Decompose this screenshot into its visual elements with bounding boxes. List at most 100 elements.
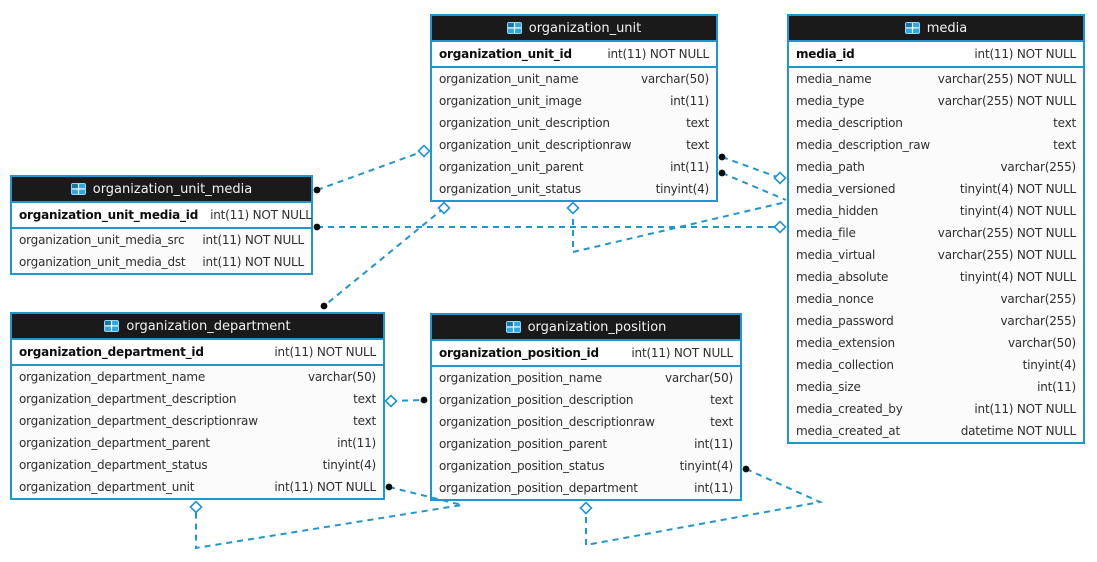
table-header-organization_unit_media[interactable]: organization_unit_media: [12, 177, 311, 203]
column-type: varchar(255) NOT NULL: [937, 94, 1076, 108]
column-type: tinyint(4): [655, 182, 710, 196]
column-type: text: [353, 392, 376, 406]
table-header-organization_unit[interactable]: organization_unit: [432, 16, 716, 42]
column-name: organization_department_name: [19, 370, 206, 384]
table-header-media[interactable]: media: [789, 16, 1083, 42]
column-row: media_created_by int(11) NOT NULL: [789, 398, 1083, 420]
relationship-connector-organization_unit-organization_department[interactable]: [323, 207, 445, 307]
column-row: media_description text: [789, 112, 1083, 134]
relationship-connector-organization_unit-media[interactable]: [721, 172, 787, 201]
column-name: organization_unit_id: [439, 47, 572, 61]
table-grid-icon: [104, 320, 120, 332]
relationship-connector-organization_position-organization_position[interactable]: [585, 468, 824, 547]
primary-key-row: organization_department_id int(11) NOT NU…: [12, 340, 383, 366]
column-name: media_description: [796, 116, 903, 130]
column-row: organization_department_status tinyint(4): [12, 454, 383, 476]
column-type: int(11): [670, 160, 709, 174]
column-type: int(11): [694, 437, 733, 451]
column-type: int(11) NOT NULL: [274, 345, 376, 359]
relationship-connector-organization_unit-media[interactable]: [721, 156, 781, 179]
column-type: int(11) NOT NULL: [974, 47, 1076, 61]
column-type: varchar(255) NOT NULL: [937, 248, 1076, 262]
column-type: text: [686, 138, 709, 152]
column-name: media_hidden: [796, 204, 879, 218]
column-type: tinyint(4): [679, 459, 734, 473]
column-name: media_name: [796, 72, 872, 86]
column-name: organization_position_parent: [439, 437, 607, 451]
relationship-connector-organization_department-organization_position[interactable]: [390, 399, 425, 402]
column-name: organization_department_parent: [19, 436, 210, 450]
table-organization_position[interactable]: organization_position organization_positi…: [430, 313, 742, 501]
relationship-connector-organization_department-organization_department[interactable]: [195, 486, 463, 550]
column-name: media_path: [796, 160, 865, 174]
column-type: varchar(255) NOT NULL: [937, 226, 1076, 240]
column-type: varchar(50): [1007, 336, 1076, 350]
column-type: tinyint(4) NOT NULL: [959, 204, 1076, 218]
column-type: tinyint(4) NOT NULL: [959, 270, 1076, 284]
column-row: organization_position_parent int(11): [432, 433, 740, 455]
column-name: media_collection: [796, 358, 894, 372]
column-type: tinyint(4) NOT NULL: [959, 182, 1076, 196]
column-type: int(11) NOT NULL: [202, 233, 304, 247]
column-name: media_type: [796, 94, 865, 108]
column-name: organization_department_status: [19, 458, 208, 472]
column-type: varchar(50): [640, 72, 709, 86]
column-name: media_file: [796, 226, 856, 240]
column-type: int(11) NOT NULL: [210, 208, 312, 222]
column-type: tinyint(4): [322, 458, 377, 472]
table-organization_department[interactable]: organization_department organization_depa…: [10, 312, 385, 500]
relationship-connector-organization_unit_media-organization_unit[interactable]: [316, 150, 425, 191]
column-name: organization_position_descriptionraw: [439, 415, 655, 429]
column-name: media_created_at: [796, 424, 900, 438]
table-header-organization_position[interactable]: organization_position: [432, 315, 740, 341]
table-title: organization_department: [126, 318, 291, 334]
column-row: organization_unit_parent int(11): [432, 156, 716, 178]
column-type: tinyint(4): [1022, 358, 1077, 372]
column-type: varchar(255): [1000, 314, 1077, 328]
table-organization_unit_media[interactable]: organization_unit_media organization_unit…: [10, 175, 313, 275]
column-name: media_nonce: [796, 292, 874, 306]
column-name: organization_unit_image: [439, 94, 582, 108]
column-type: text: [353, 414, 376, 428]
column-row: media_hidden tinyint(4) NOT NULL: [789, 200, 1083, 222]
relationship-connector-organization_unit-media[interactable]: [572, 201, 787, 254]
column-type: int(11) NOT NULL: [631, 346, 733, 360]
column-type: int(11) NOT NULL: [974, 402, 1076, 416]
column-name: media_size: [796, 380, 861, 394]
diamond-endpoint-icon: [773, 171, 787, 185]
table-header-organization_department[interactable]: organization_department: [12, 314, 383, 340]
column-name: organization_department_unit: [19, 480, 195, 494]
table-grid-icon: [506, 22, 522, 34]
column-name: organization_unit_parent: [439, 160, 584, 174]
column-name: organization_department_id: [19, 345, 204, 359]
column-name: organization_position_name: [439, 371, 602, 385]
table-grid-icon: [70, 183, 86, 195]
column-type: text: [1053, 116, 1076, 130]
column-name: organization_unit_name: [439, 72, 579, 86]
column-name: media_extension: [796, 336, 895, 350]
column-name: media_created_by: [796, 402, 903, 416]
column-type: text: [686, 116, 709, 130]
